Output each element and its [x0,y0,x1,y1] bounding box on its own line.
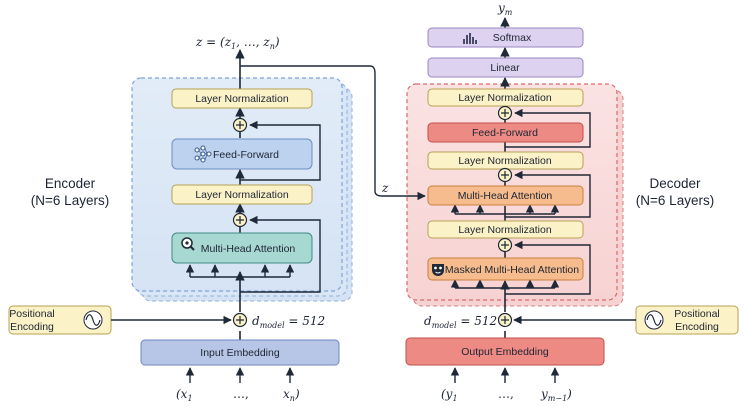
enc-residual-2 [240,120,321,181]
enc-layer-norm-top-box [171,88,313,109]
decoder-title: Decoder [649,176,701,191]
output-embedding-label: Output Embedding [461,346,549,358]
dec-residual-3 [505,108,591,148]
dec-token-ym: ym−1) [540,387,572,403]
dec-residual-2 [505,170,591,218]
linear-label: Linear [490,62,520,74]
decoder-input-arrows [450,367,560,383]
dec-mha-box [427,185,584,206]
enc-layer-norm-top-label: Layer Normalization [195,93,289,105]
input-embedding-label: Input Embedding [200,347,280,359]
enc-output-label: z = (z1, …, zn) [195,35,280,51]
dec-layer-norm-2-label: Layer Normalization [458,155,552,167]
positional-encoding-right-label-1: Positional [674,308,720,320]
softmax-label: Softmax [493,32,532,44]
dmodel-left-label: dmodel = 512 [252,314,325,330]
dec-positional-add-plus-icon [501,316,509,324]
bar-chart-icon [463,33,477,44]
enc-positional-add-plus-icon [236,316,244,324]
enc-mha-label: Multi-Head Attention [201,243,296,255]
dec-mha-label: Multi-Head Attention [458,190,553,202]
network-icon [194,145,212,163]
mask-icon [432,264,444,276]
enc-add-top-plus-icon [236,121,244,129]
dec-token-y1: (y1 [441,387,458,403]
dec-layer-norm-3-label: Layer Normalization [458,224,552,236]
enc-layer-norm-mid-box [171,184,313,205]
dec-masked-mha-label: Masked Multi-Head Attention [445,264,579,276]
dec-mmha-fanin-arrows [450,279,560,288]
enc-token-dots: …, [233,387,249,401]
encoder-input-arrows [185,367,295,383]
encoder-title: Encoder [45,176,96,191]
positional-encoding-left-label-2: Encoding [10,321,54,333]
dec-residual-1 [505,240,591,295]
magnifier-icon [181,237,195,251]
dec-add-3-plus-icon [501,241,509,249]
positional-encoding-left-label-1: Positional [9,308,55,320]
dec-output-label: ym [497,1,513,17]
input-embedding-box [140,339,340,366]
enc-mha-fanin-arrows [185,264,295,277]
sine-wave-icon [644,310,664,330]
output-embedding-box [405,337,605,366]
enc-layer-norm-mid-label: Layer Normalization [195,189,289,201]
positional-encoding-right-label-2: Encoding [675,321,719,333]
encoder-subtitle: (N=6 Layers) [31,193,109,208]
dec-layer-norm-1-label: Layer Normalization [458,92,552,104]
enc-add-mid-plus-icon [236,216,244,224]
linear-box [427,57,584,78]
cross-z-label: z [381,181,389,195]
dec-add-1-plus-icon [501,109,509,117]
enc-token-x1: (x1 [176,387,193,403]
dec-feed-forward-box [427,122,584,143]
dec-mha-fanin-arrows [450,204,560,214]
dec-add-2-plus-icon [501,171,509,179]
dec-token-dots: …, [498,387,514,401]
enc-residual-1 [240,215,321,293]
dmodel-right-label: dmodel = 512 [424,314,497,330]
encoder-to-decoder-connection [240,65,426,201]
sine-wave-icon [83,310,103,330]
enc-token-xn: xn) [283,387,300,403]
dec-feed-forward-label: Feed-Forward [472,127,538,139]
enc-mha-box [171,232,313,264]
decoder-subtitle: (N=6 Layers) [636,193,714,208]
enc-feed-forward-box [171,138,313,170]
enc-feed-forward-label: Feed-Forward [213,149,279,161]
dec-masked-mha-box [427,257,584,281]
